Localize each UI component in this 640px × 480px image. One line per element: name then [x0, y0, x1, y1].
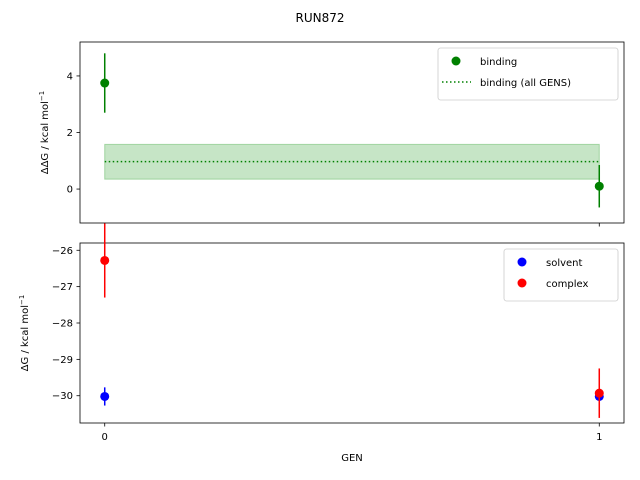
axes-frame — [79, 242, 625, 424]
legend-marker — [451, 56, 461, 66]
y-tick-label: 2 — [67, 128, 73, 139]
y-axis-label-superscript: −1 — [18, 295, 26, 305]
x-tick-label: 1 — [596, 432, 602, 443]
y-tick-label: −28 — [52, 319, 73, 330]
legend-marker — [517, 257, 527, 267]
data-point — [594, 388, 604, 398]
legend-label: binding (all GENS) — [480, 78, 571, 89]
legend-marker — [517, 278, 527, 288]
y-axis-label-superscript: −1 — [38, 91, 46, 101]
y-axis-label: ΔG / kcal mol−1 — [18, 295, 31, 372]
legend-label: complex — [546, 279, 588, 290]
y-tick-label: −26 — [52, 246, 73, 257]
legend-box — [437, 47, 619, 101]
figure-title: RUN872 — [295, 11, 344, 25]
legend-label: solvent — [546, 258, 583, 269]
legend-label: binding — [480, 57, 517, 68]
data-point — [100, 255, 110, 265]
legend-box — [503, 248, 619, 302]
data-point — [594, 181, 604, 191]
y-tick-label: −30 — [52, 391, 73, 402]
x-axis-label: GEN — [341, 453, 363, 464]
y-tick-label: 4 — [67, 71, 73, 82]
y-tick-label: 0 — [67, 185, 73, 196]
y-axis-label-text: ΔΔG / kcal mol — [40, 101, 51, 174]
y-tick-label: −29 — [52, 355, 73, 366]
data-point — [100, 391, 110, 401]
x-tick-label: 0 — [102, 432, 108, 443]
y-tick-label: −27 — [52, 282, 73, 293]
y-axis-label-text: ΔG / kcal mol — [20, 305, 31, 371]
data-point — [100, 78, 110, 88]
y-axis-label: ΔΔG / kcal mol−1 — [38, 91, 51, 175]
